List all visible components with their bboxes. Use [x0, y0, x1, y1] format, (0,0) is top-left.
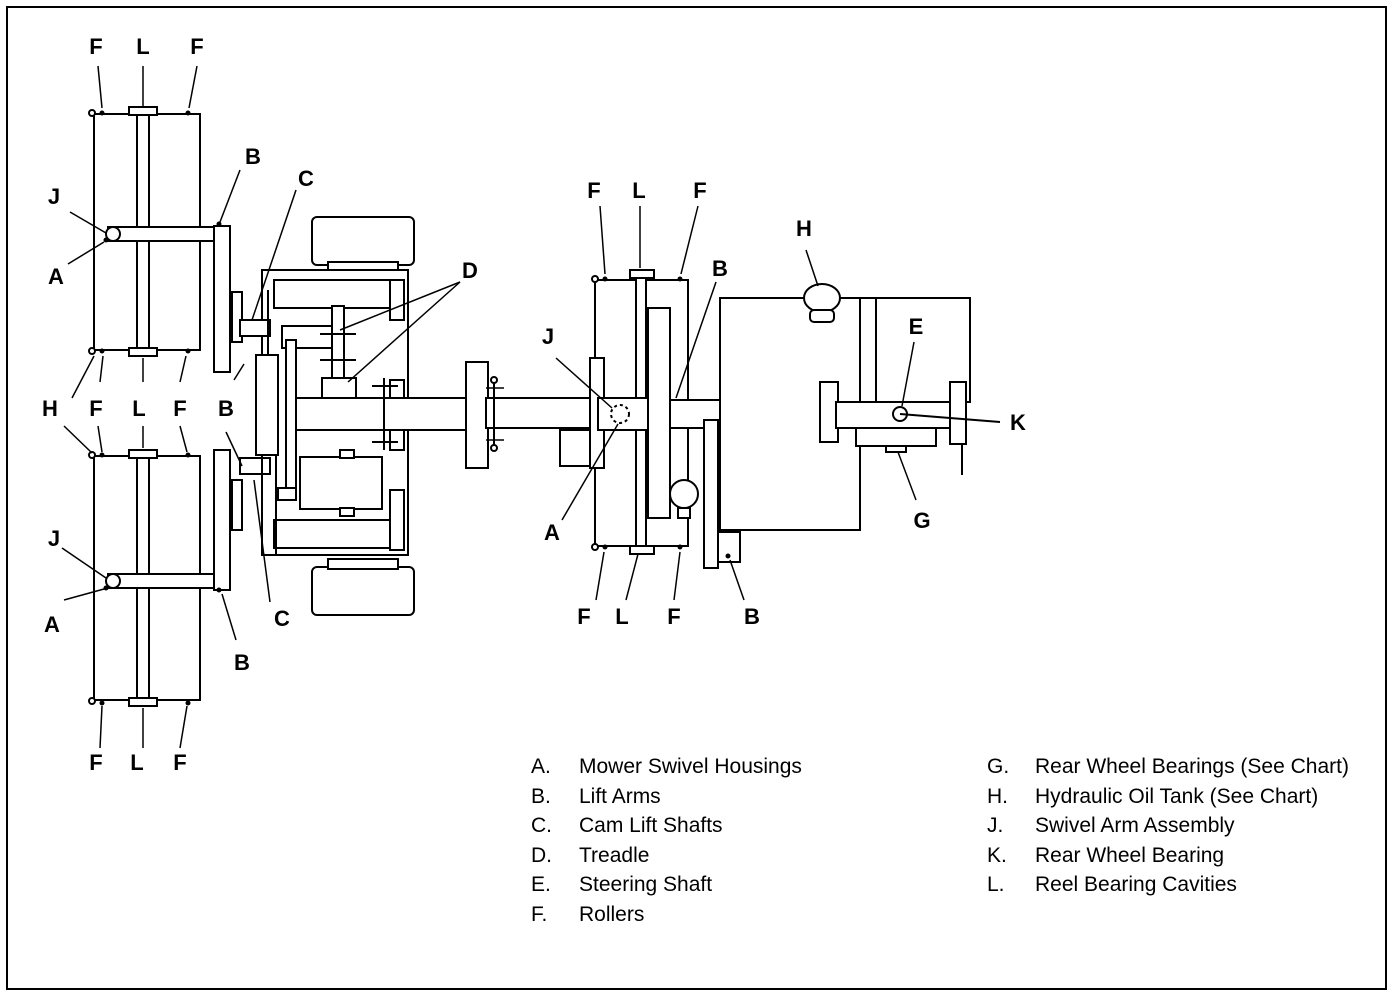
- legend-item: L.Reel Bearing Cavities: [987, 873, 1237, 896]
- upper-left-reel: [88, 106, 231, 373]
- leader-lines: [61, 65, 917, 749]
- label-k: K: [1010, 410, 1026, 435]
- label-g: G: [913, 508, 930, 533]
- label-f: F: [190, 34, 203, 59]
- rear-section: [669, 283, 1001, 569]
- legend-item: D.Treadle: [531, 843, 650, 867]
- label-f: F: [667, 604, 680, 629]
- label-l: L: [132, 396, 145, 421]
- label-a: A: [48, 264, 64, 289]
- label-f: F: [577, 604, 590, 629]
- label-f: F: [89, 34, 102, 59]
- lower-left-reel: [88, 449, 231, 707]
- legend-item: C.Cam Lift Shafts: [531, 814, 723, 837]
- legend-item: E.Steering Shaft: [531, 873, 713, 896]
- label-c: C: [274, 606, 290, 631]
- label-e: E: [909, 314, 924, 339]
- label-l: L: [632, 178, 645, 203]
- label-j: J: [48, 184, 60, 209]
- label-d: D: [462, 258, 478, 283]
- legend-item: A.Mower Swivel Housings: [531, 755, 802, 778]
- label-j: J: [542, 324, 554, 349]
- label-a: A: [44, 612, 60, 637]
- legend-item: J.Swivel Arm Assembly: [987, 814, 1235, 837]
- legend-right: G.Rear Wheel Bearings (See Chart) H.Hydr…: [987, 752, 1349, 900]
- label-h: H: [42, 396, 58, 421]
- label-b: B: [245, 144, 261, 169]
- label-a: A: [544, 520, 560, 545]
- label-f: F: [693, 178, 706, 203]
- label-l: L: [136, 34, 149, 59]
- legend-item: B.Lift Arms: [531, 784, 661, 808]
- label-f: F: [173, 396, 186, 421]
- label-f: F: [89, 396, 102, 421]
- label-b: B: [712, 256, 728, 281]
- legend-item: K.Rear Wheel Bearing: [987, 843, 1225, 867]
- legend-left: A.Mower Swivel Housings B.Lift Arms C.Ca…: [531, 752, 802, 929]
- label-h: H: [796, 216, 812, 241]
- label-c: C: [298, 166, 314, 191]
- tractor-frame: [231, 216, 467, 616]
- label-j: J: [48, 526, 60, 551]
- legend-item: G.Rear Wheel Bearings (See Chart): [987, 755, 1349, 778]
- callout-labels: F L F B C J A H F L F B J A C B F L F D …: [42, 34, 1026, 775]
- label-l: L: [130, 750, 143, 775]
- label-b: B: [234, 650, 250, 675]
- legend-item: F.Rollers: [531, 902, 645, 926]
- label-b: B: [744, 604, 760, 629]
- label-f: F: [89, 750, 102, 775]
- label-f: F: [587, 178, 600, 203]
- label-b: B: [218, 396, 234, 421]
- legend-item: H.Hydraulic Oil Tank (See Chart): [987, 784, 1319, 808]
- label-f: F: [173, 750, 186, 775]
- label-l: L: [615, 604, 628, 629]
